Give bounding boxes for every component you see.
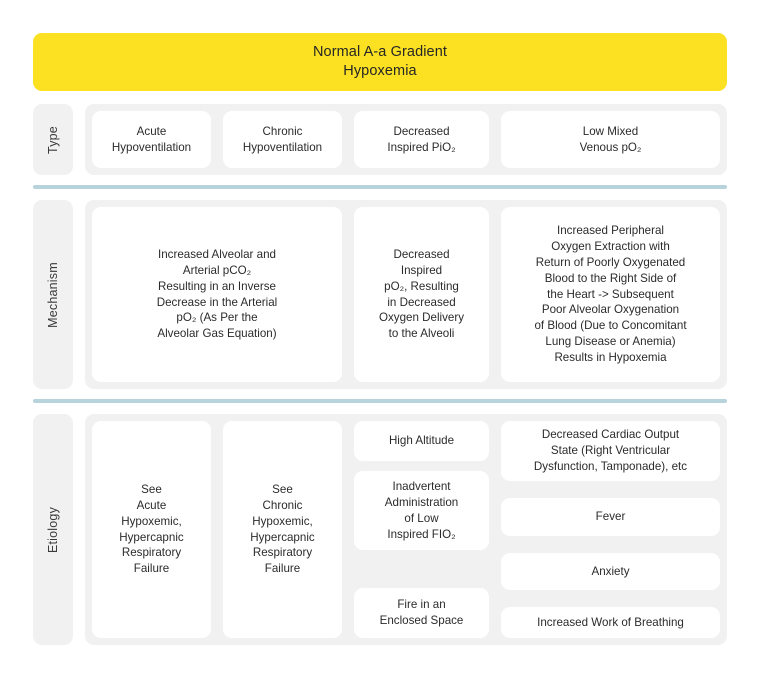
divider-type-mechanism — [33, 185, 727, 189]
mechanism-card-decreased-inspired-po2[interactable]: Decreased Inspired pO₂, Resulting in Dec… — [354, 207, 489, 382]
etiology-card-chronic-respiratory-failure[interactable]: See Chronic Hypoxemic, Hypercapnic Respi… — [223, 421, 342, 638]
mechanism-card-label: Increased Peripheral Oxygen Extraction w… — [534, 223, 687, 365]
type-card-label: Acute Hypoventilation — [111, 124, 192, 154]
type-card-label: Chronic Hypoventilation — [242, 124, 323, 154]
etiology-stack-inspired-pio2: High Altitude Inadvertent Administration… — [354, 421, 489, 639]
etiology-card-fever[interactable]: Fever — [501, 497, 720, 536]
row-label-type-text: Type — [46, 125, 60, 154]
etiology-card-label: See Chronic Hypoxemic, Hypercapnic Respi… — [250, 482, 315, 576]
mechanism-card-low-mixed-venous-po2[interactable]: Increased Peripheral Oxygen Extraction w… — [501, 207, 720, 382]
mechanism-card-hypoventilation[interactable]: Increased Alveolar and Arterial pCO₂ Res… — [92, 207, 342, 382]
etiology-card-increased-work-of-breathing[interactable]: Increased Work of Breathing — [501, 607, 720, 639]
etiology-card-high-altitude[interactable]: High Altitude — [354, 421, 489, 461]
row-label-mechanism-text: Mechanism — [46, 261, 60, 328]
etiology-card-label: Fever — [595, 509, 626, 523]
mechanism-card-label: Decreased Inspired pO₂, Resulting in Dec… — [378, 247, 465, 341]
etiology-card-fire-enclosed-space[interactable]: Fire in an Enclosed Space — [354, 588, 489, 639]
page-title: Normal A-a Gradient Hypoxemia — [313, 43, 447, 82]
row-label-etiology: Etiology — [33, 414, 73, 645]
divider-mechanism-etiology — [33, 399, 727, 403]
mechanism-card-label: Increased Alveolar and Arterial pCO₂ Res… — [156, 247, 278, 341]
row-label-mechanism: Mechanism — [33, 200, 73, 389]
etiology-card-decreased-cardiac-output[interactable]: Decreased Cardiac Output State (Right Ve… — [501, 421, 720, 481]
etiology-card-label: High Altitude — [388, 433, 455, 447]
row-body-type: Acute Hypoventilation Chronic Hypoventil… — [85, 104, 727, 175]
title-line-1: Normal A-a Gradient — [312, 43, 448, 60]
etiology-card-label: Anxiety — [591, 564, 630, 578]
type-card-chronic-hypoventilation[interactable]: Chronic Hypoventilation — [223, 111, 342, 168]
type-card-decreased-inspired-pio2[interactable]: Decreased Inspired PiO₂ — [354, 111, 489, 168]
type-card-label: Low Mixed Venous pO₂ — [579, 124, 642, 154]
row-etiology: Etiology See Acute Hypoxemic, Hypercapni… — [33, 414, 727, 645]
type-card-acute-hypoventilation[interactable]: Acute Hypoventilation — [92, 111, 211, 168]
row-label-etiology-text: Etiology — [46, 506, 61, 553]
row-body-etiology: See Acute Hypoxemic, Hypercapnic Respira… — [85, 414, 727, 645]
etiology-card-label: Inadvertent Administration of Low Inspir… — [384, 479, 459, 541]
etiology-card-label: See Acute Hypoxemic, Hypercapnic Respira… — [119, 482, 184, 576]
row-type: Type Acute Hypoventilation Chronic Hypov… — [33, 104, 727, 175]
row-mechanism: Mechanism Increased Alveolar and Arteria… — [33, 200, 727, 389]
type-card-label: Decreased Inspired PiO₂ — [387, 124, 456, 154]
etiology-card-label: Increased Work of Breathing — [537, 615, 684, 629]
title-line-2: Hypoxemia — [343, 63, 417, 79]
type-card-low-mixed-venous-po2[interactable]: Low Mixed Venous pO₂ — [501, 111, 720, 168]
etiology-card-inadvertent-low-fio2[interactable]: Inadvertent Administration of Low Inspir… — [354, 470, 489, 551]
row-body-mechanism: Increased Alveolar and Arterial pCO₂ Res… — [85, 200, 727, 389]
etiology-card-acute-respiratory-failure[interactable]: See Acute Hypoxemic, Hypercapnic Respira… — [92, 421, 211, 638]
etiology-card-anxiety[interactable]: Anxiety — [501, 552, 720, 591]
diagram-title-banner: Normal A-a Gradient Hypoxemia — [33, 33, 727, 91]
etiology-card-label: Fire in an Enclosed Space — [379, 598, 464, 628]
etiology-card-label: Decreased Cardiac Output State (Right Ve… — [533, 428, 688, 473]
etiology-stack-low-mixed-venous-po2: Decreased Cardiac Output State (Right Ve… — [501, 421, 720, 639]
row-label-type: Type — [33, 104, 73, 175]
